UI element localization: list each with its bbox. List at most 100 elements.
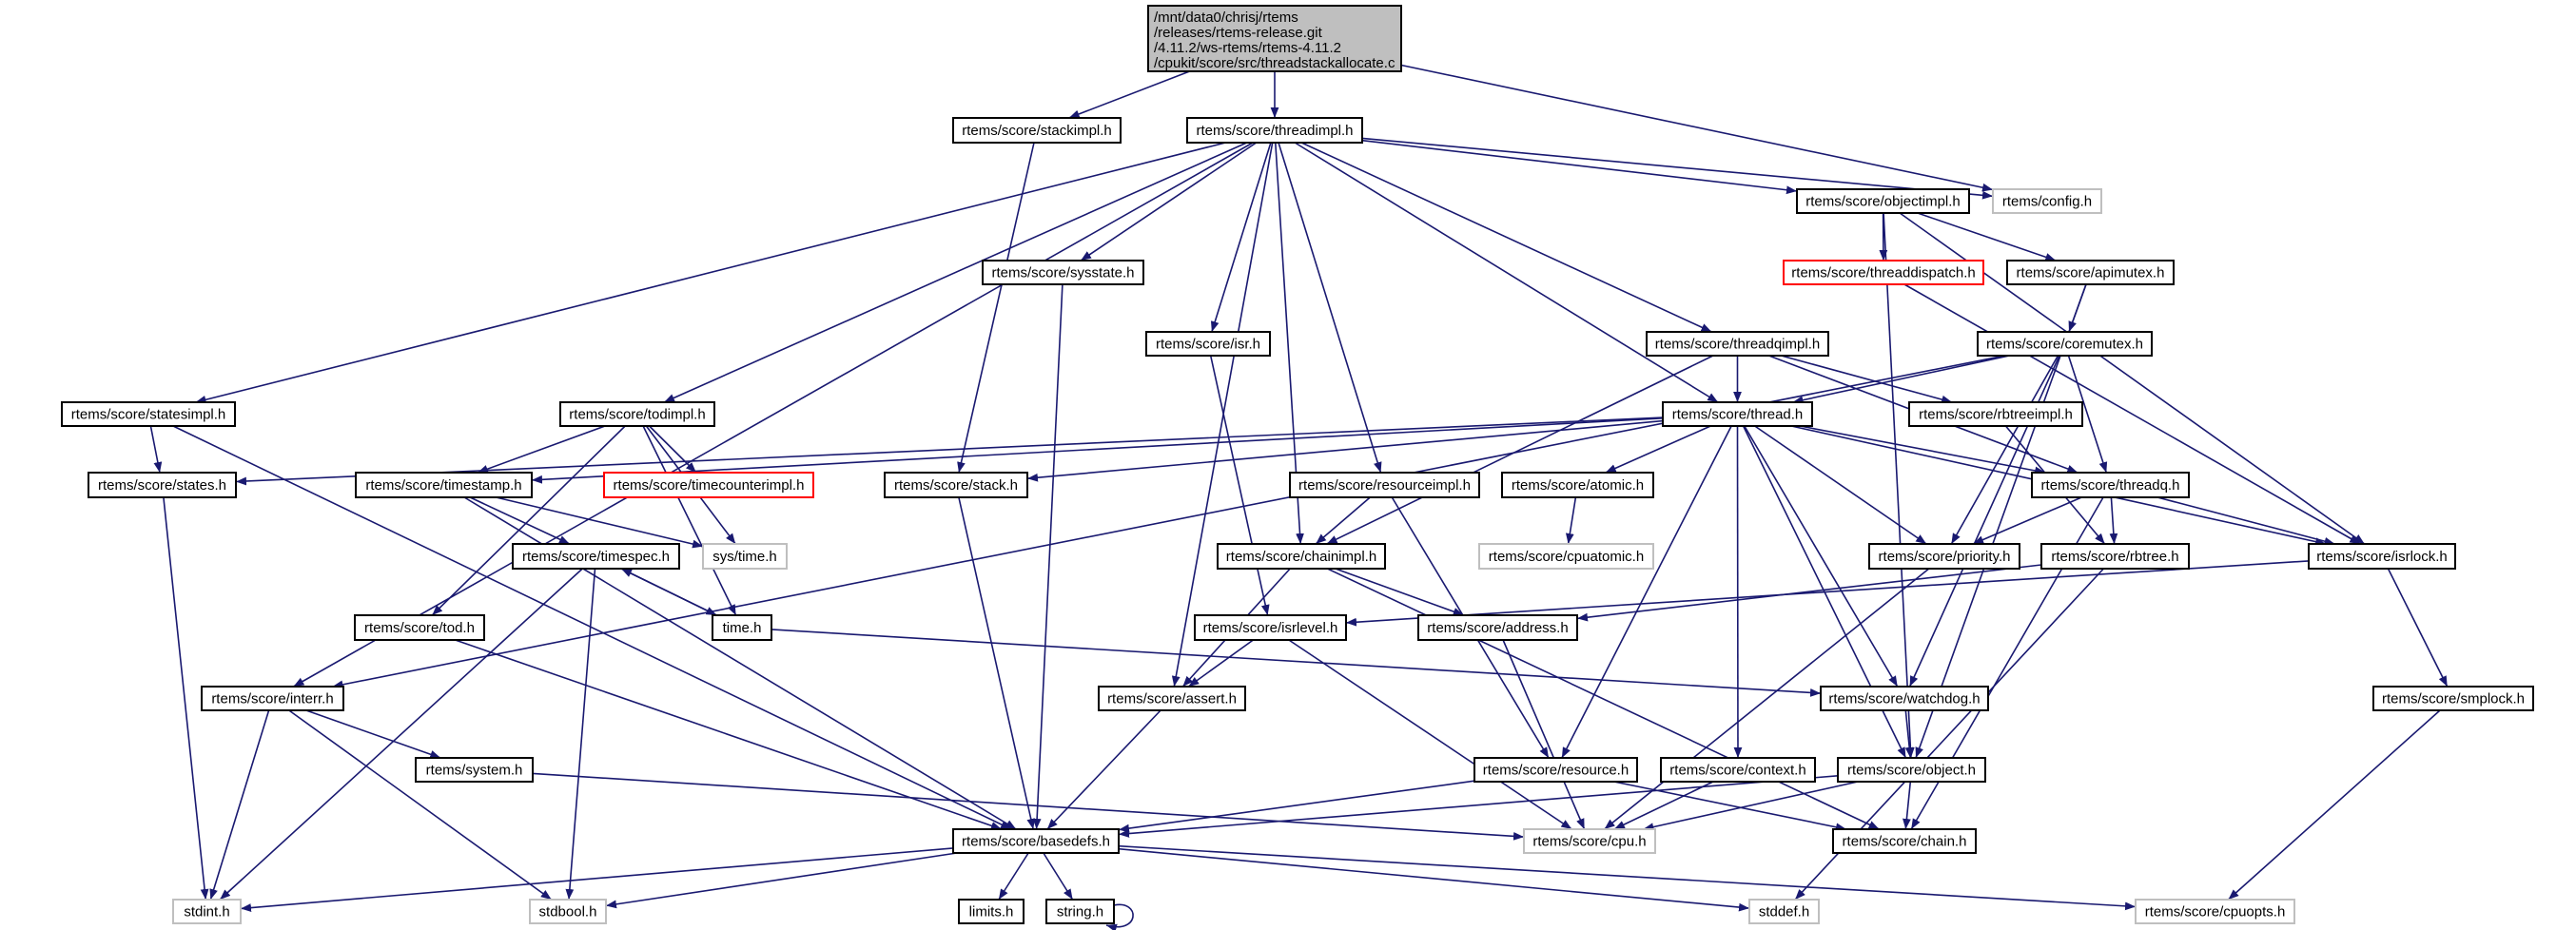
node-limits[interactable]: limits.h — [958, 899, 1025, 924]
node-threadq[interactable]: rtems/score/threadq.h — [2031, 472, 2190, 498]
edge-basedefs-to-stdint — [240, 847, 954, 912]
node-chain[interactable]: rtems/score/chain.h — [1832, 828, 1977, 854]
node-label: rtems/score/assert.h — [1107, 691, 1237, 707]
edge-root-to-config — [1400, 64, 1994, 192]
edge-todimpl-to-timecounterimpl — [649, 425, 697, 474]
node-systime[interactable]: sys/time.h — [702, 543, 788, 570]
node-label: stdbool.h — [539, 904, 597, 920]
node-isr[interactable]: rtems/score/isr.h — [1145, 331, 1271, 357]
node-objectimpl[interactable]: rtems/score/objectimpl.h — [1796, 188, 1970, 214]
node-box — [952, 828, 1120, 854]
node-thread[interactable]: rtems/score/thread.h — [1662, 401, 1813, 427]
node-box — [88, 472, 237, 498]
node-label: rtems/score/smplock.h — [2382, 691, 2525, 707]
edge-stackimpl-to-stack — [957, 142, 1035, 474]
node-states[interactable]: rtems/score/states.h — [88, 472, 237, 498]
node-resource[interactable]: rtems/score/resource.h — [1473, 757, 1638, 783]
node-system[interactable]: rtems/system.h — [415, 757, 534, 783]
node-timespec[interactable]: rtems/score/timespec.h — [512, 543, 680, 570]
node-stackimpl[interactable]: rtems/score/stackimpl.h — [952, 117, 1122, 144]
edge-threadq-to-rbtree — [2109, 496, 2118, 545]
node-box — [2031, 472, 2190, 498]
edge-threadimpl-to-thread — [1294, 142, 1719, 403]
node-stdint[interactable]: stdint.h — [172, 899, 242, 924]
edge-statesimpl-to-basedefs — [172, 425, 1012, 830]
node-box — [1478, 543, 1654, 570]
node-label: rtems/score/resourceimpl.h — [1298, 477, 1471, 494]
node-box — [952, 117, 1122, 144]
node-label: rtems/score/cpuopts.h — [2145, 904, 2286, 920]
node-config[interactable]: rtems/config.h — [1992, 188, 2102, 214]
edge-timestamp-to-systime — [496, 496, 704, 549]
node-box — [61, 401, 236, 427]
node-threadimpl[interactable]: rtems/score/threadimpl.h — [1186, 117, 1363, 144]
node-timestamp[interactable]: rtems/score/timestamp.h — [355, 472, 533, 498]
node-box — [1045, 899, 1115, 924]
node-label: rtems/score/rbtreeimpl.h — [1919, 407, 2073, 423]
edge-threadqimpl-to-chainimpl — [1326, 355, 1714, 545]
node-root-file[interactable]: /mnt/data0/chrisj/rtems /releases/rtems-… — [1147, 5, 1402, 72]
node-chainimpl[interactable]: rtems/score/chainimpl.h — [1217, 543, 1386, 570]
node-box — [1868, 543, 2020, 570]
edge-resource-to-chain — [1613, 781, 1847, 832]
node-atomic[interactable]: rtems/score/atomic.h — [1501, 472, 1654, 498]
root-line-4: /cpukit/score/src/threadstackallocate.c — [1154, 55, 1395, 71]
node-statesimpl[interactable]: rtems/score/statesimpl.h — [61, 401, 236, 427]
node-box — [201, 686, 344, 711]
node-cpu[interactable]: rtems/score/cpu.h — [1523, 828, 1656, 854]
node-basedefs[interactable]: rtems/score/basedefs.h — [952, 828, 1120, 854]
node-threaddispatch[interactable]: rtems/score/threaddispatch.h — [1783, 260, 1984, 285]
node-string[interactable]: string.h — [1045, 899, 1115, 924]
node-threadqimpl[interactable]: rtems/score/threadqimpl.h — [1646, 331, 1829, 357]
node-smplock[interactable]: rtems/score/smplock.h — [2372, 686, 2534, 711]
node-stdbool[interactable]: stdbool.h — [529, 899, 607, 924]
edge-statesimpl-to-states — [149, 425, 163, 474]
node-rbtree[interactable]: rtems/score/rbtree.h — [2040, 543, 2190, 570]
node-label: rtems/score/chainimpl.h — [1226, 549, 1376, 565]
node-object[interactable]: rtems/score/object.h — [1837, 757, 1986, 783]
node-label: rtems/score/resource.h — [1483, 763, 1629, 779]
node-cpuatomic[interactable]: rtems/score/cpuatomic.h — [1478, 543, 1654, 570]
node-label: rtems/score/coremutex.h — [1986, 337, 2143, 353]
edge-address-to-cpu — [1502, 639, 1586, 830]
node-sysstate[interactable]: rtems/score/sysstate.h — [982, 260, 1144, 285]
node-resourceimpl[interactable]: rtems/score/resourceimpl.h — [1289, 472, 1480, 498]
node-box — [1523, 828, 1656, 854]
node-coremutex[interactable]: rtems/score/coremutex.h — [1977, 331, 2153, 357]
node-assert[interactable]: rtems/score/assert.h — [1098, 686, 1246, 711]
node-label: rtems/score/cpuatomic.h — [1489, 549, 1644, 565]
edge-threadimpl-to-todimpl — [663, 142, 1248, 403]
edge-time-to-watchdog — [771, 629, 1822, 697]
node-box — [2135, 899, 2295, 924]
node-stddef[interactable]: stddef.h — [1748, 899, 1820, 924]
node-watchdog[interactable]: rtems/score/watchdog.h — [1820, 686, 1989, 711]
node-box — [1289, 472, 1480, 498]
node-isrlevel[interactable]: rtems/score/isrlevel.h — [1194, 614, 1347, 641]
node-priority[interactable]: rtems/score/priority.h — [1868, 543, 2020, 570]
node-apimutex[interactable]: rtems/score/apimutex.h — [2006, 260, 2175, 285]
node-address[interactable]: rtems/score/address.h — [1417, 614, 1578, 641]
edge-interr-to-stdint — [209, 709, 270, 901]
node-isrlock[interactable]: rtems/score/isrlock.h — [2308, 543, 2456, 570]
node-box — [1194, 614, 1347, 641]
node-rbtreeimpl[interactable]: rtems/score/rbtreeimpl.h — [1908, 401, 2083, 427]
edge-todimpl-to-tod — [431, 425, 626, 616]
edge-thread-to-timestamp — [531, 417, 1664, 484]
node-label: rtems/config.h — [2002, 194, 2092, 210]
node-tod[interactable]: rtems/score/tod.h — [354, 614, 485, 641]
edge-watchdog-to-object — [1904, 709, 1914, 759]
edge-resource-to-basedefs — [1118, 780, 1475, 833]
node-interr[interactable]: rtems/score/interr.h — [201, 686, 344, 711]
node-timecounterimpl[interactable]: rtems/score/timecounterimpl.h — [603, 472, 814, 498]
edge-tod-to-basedefs — [455, 639, 1003, 830]
node-box — [354, 614, 485, 641]
edge-timespec-to-stdint — [219, 568, 583, 901]
node-context[interactable]: rtems/score/context.h — [1660, 757, 1816, 783]
node-stack[interactable]: rtems/score/stack.h — [884, 472, 1028, 498]
node-time[interactable]: time.h — [712, 614, 772, 641]
edge-isrlevel-to-assert — [1187, 639, 1254, 688]
node-label: rtems/score/rbtree.h — [2051, 549, 2178, 565]
node-cpuopts[interactable]: rtems/score/cpuopts.h — [2135, 899, 2295, 924]
node-todimpl[interactable]: rtems/score/todimpl.h — [559, 401, 715, 427]
node-label: rtems/score/isr.h — [1156, 337, 1260, 353]
